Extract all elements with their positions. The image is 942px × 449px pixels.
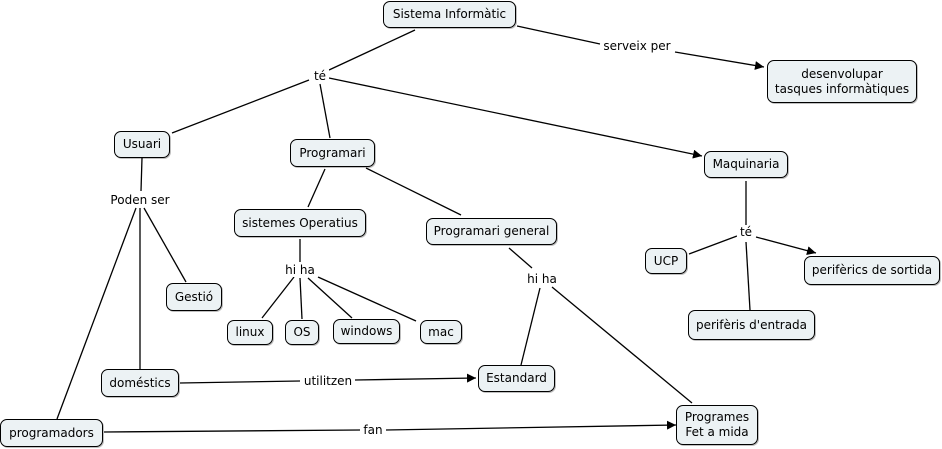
link-label-hi-ha-general[interactable]: hi ha <box>524 272 560 286</box>
edge-hiha-programes <box>551 286 693 404</box>
node-usuari[interactable]: Usuari <box>114 131 170 158</box>
edge-programari-so <box>307 168 326 208</box>
node-programari-general[interactable]: Programari general <box>426 218 557 245</box>
node-domestics[interactable]: doméstics <box>101 369 179 397</box>
node-desenvolupar[interactable]: desenvolupar tasques informàtiques <box>767 60 917 103</box>
edge-fan-programes <box>385 420 677 431</box>
edge-hiha-estandard <box>520 287 541 366</box>
edge-te-entrada <box>745 241 751 311</box>
edge-domestics-utilitzen <box>179 380 301 384</box>
node-linux[interactable]: linux <box>227 320 273 345</box>
node-programadors[interactable]: programadors <box>0 419 103 447</box>
edge-hiha-mac <box>317 276 417 322</box>
edge-serveix-desenvolupar <box>674 51 765 70</box>
edge-utilitzen-estandard <box>354 373 477 383</box>
node-gestio[interactable]: Gestió <box>166 283 222 311</box>
edge-poden-gestio <box>143 207 187 283</box>
node-sistema-informatic[interactable]: Sistema Informàtic <box>383 1 516 28</box>
edge-poden-programadors <box>56 207 137 420</box>
link-label-fan[interactable]: fan <box>360 423 386 437</box>
node-periferics-sortida[interactable]: perifèrics de sortida <box>804 256 940 285</box>
node-ucp[interactable]: UCP <box>645 248 687 274</box>
edge-general-hiha <box>508 247 533 269</box>
node-estandard[interactable]: Estandard <box>478 365 555 392</box>
edge-usuari-poden <box>140 157 143 192</box>
node-windows[interactable]: windows <box>333 319 400 344</box>
edge-te-usuari <box>171 79 310 134</box>
node-os[interactable]: OS <box>285 320 319 345</box>
link-label-hi-ha-sistemes[interactable]: hi ha <box>282 263 318 277</box>
link-label-utilitzen[interactable]: utilitzen <box>300 374 356 388</box>
node-sistemes-operatius[interactable]: sistemes Operatius <box>234 209 366 237</box>
edge-te-ucp <box>688 235 738 255</box>
node-programari[interactable]: Programari <box>290 139 375 167</box>
edge-te-sortida <box>755 236 817 256</box>
node-periferis-entrada[interactable]: perifèris d'entrada <box>688 310 815 340</box>
node-maquinaria[interactable]: Maquinaria <box>704 151 788 178</box>
edge-sistema-te <box>328 29 416 71</box>
edge-hiha-linux <box>261 276 295 319</box>
edge-hiha-os <box>299 277 303 320</box>
link-label-te-main[interactable]: té <box>310 69 330 83</box>
node-programes-fet-a-mida[interactable]: Programes Fet a mida <box>676 405 758 445</box>
edge-programari-general <box>365 167 462 216</box>
link-label-serveix-per[interactable]: serveix per <box>600 39 674 53</box>
edge-te-programari <box>319 83 331 139</box>
edge-te-maquinaria <box>328 77 703 159</box>
edge-sistema-serveix <box>516 25 601 45</box>
edge-programadors-fan <box>103 429 361 433</box>
edge-hiha-windows <box>307 277 353 319</box>
link-label-te-maquinaria[interactable]: té <box>736 225 756 239</box>
link-label-poden-ser[interactable]: Poden ser <box>107 193 173 207</box>
node-mac[interactable]: mac <box>420 320 462 344</box>
